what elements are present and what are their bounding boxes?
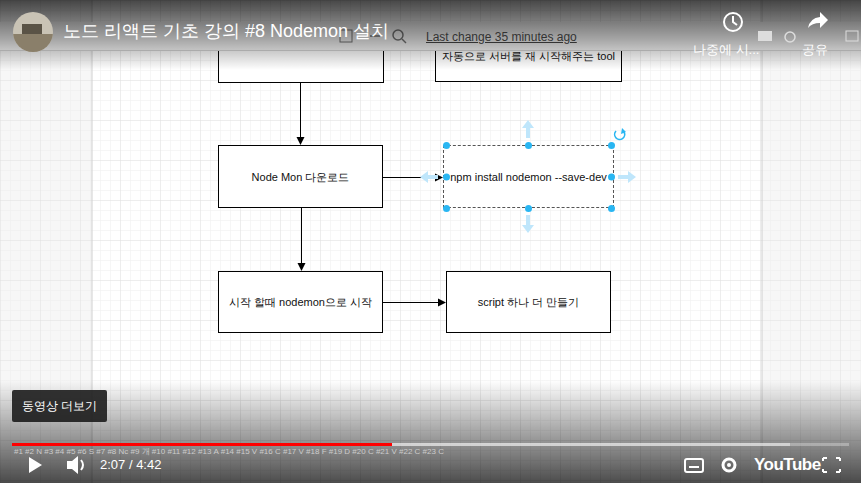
- node-text: npm install nodemon --save-dev: [450, 170, 607, 184]
- player-controls: [0, 430, 861, 483]
- node-text-stack: npm install nodemon --save-dev: [450, 170, 607, 184]
- arrow-head: [298, 263, 306, 271]
- process-box: 시작 할때 nodemon으로 시작: [218, 271, 383, 333]
- node-text-stack: 시작 할때 nodemon으로 시작: [229, 295, 372, 309]
- node-text: script 하나 더 만들기: [478, 295, 579, 309]
- connector: [298, 208, 306, 271]
- arrow-head: [438, 299, 446, 307]
- node-text-stack: script 하나 더 만들기: [478, 295, 579, 309]
- process-box: Node Mon 다운로드: [218, 145, 383, 208]
- node-text-stack: Node Mon 다운로드: [252, 170, 350, 184]
- note-box: script 하나 더 만들기: [446, 271, 611, 333]
- node-text: Node Mon 다운로드: [252, 170, 350, 184]
- selected-note-box: npm install nodemon --save-dev: [443, 145, 614, 208]
- connector-line: [383, 302, 439, 303]
- video-title: 노드 리액트 기초 강의 #8 Nodemon 설치: [63, 20, 389, 42]
- arrow-head: [435, 174, 443, 182]
- share-label: 공유: [802, 42, 828, 58]
- last-change-link: Last change 35 minutes ago: [426, 30, 577, 44]
- chapter-strip: #1 #2 N #3 #4 #5 #6 S #7 #8 Nc #9 개 #10 …: [14, 447, 444, 456]
- connector: [383, 174, 443, 182]
- watch-later-label: 나중에 시...: [693, 42, 759, 58]
- connector-line: [383, 177, 436, 178]
- connector-line: [301, 208, 302, 264]
- node-text: 시작 할때 nodemon으로 시작: [229, 295, 372, 309]
- time-display: 2:07 / 4:42: [100, 457, 161, 473]
- more-videos-button: 동영상 더보기: [12, 390, 107, 422]
- connector: [383, 299, 446, 307]
- youtube-logo: YouTube: [754, 455, 821, 475]
